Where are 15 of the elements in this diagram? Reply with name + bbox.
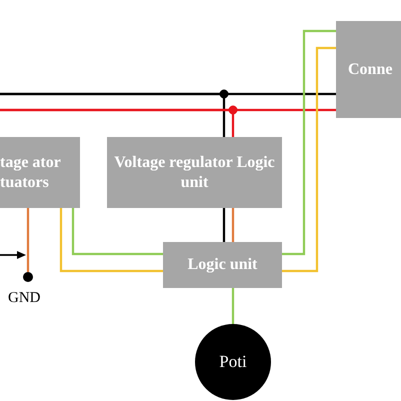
wire [60,208,163,272]
wire [72,208,163,256]
junction-dot [23,272,33,282]
wire [222,208,226,242]
wire [0,90,228,137]
ground-label: GND [8,290,40,307]
wire [232,288,234,324]
process-box: Conne [336,21,401,118]
process-box: Logic unit [163,242,282,288]
process-box: tage ator tuators [0,137,80,208]
component-circle: Poti [195,324,271,400]
process-box: Voltage regulator Logic unit [107,137,282,208]
wire [232,208,234,242]
wire [26,208,30,272]
wire [0,106,238,137]
